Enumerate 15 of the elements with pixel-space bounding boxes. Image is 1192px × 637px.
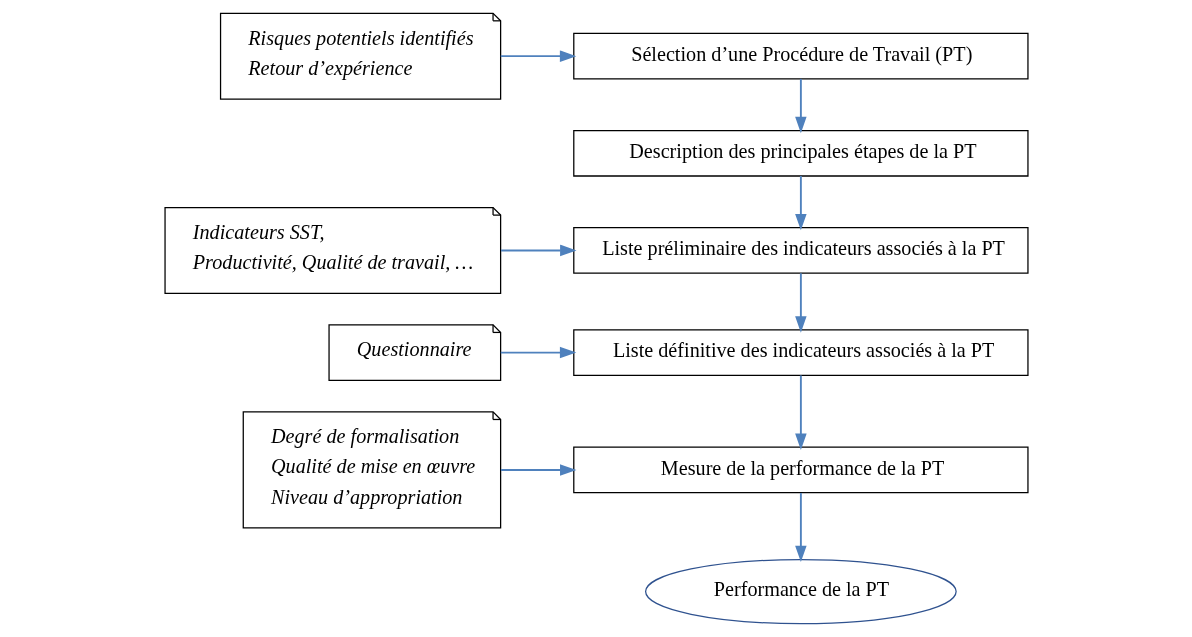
arrow (499, 244, 576, 257)
arrow (794, 374, 807, 451)
arrow (499, 464, 576, 476)
arrow (499, 50, 576, 62)
node-box: Mesure de la performance de la PT (572, 446, 1029, 494)
node-ellipse: Performance de la PT (644, 558, 957, 625)
arrow (794, 77, 807, 134)
arrow (794, 272, 807, 333)
node-box: Sélection d’une Procédure de Travail (PT) (572, 32, 1029, 80)
arrow (499, 346, 576, 359)
node-box: Liste définitive des indicateurs associés à la PT (572, 329, 1029, 376)
node-box: Liste préliminaire des indicateurs associés à la PT (572, 227, 1029, 274)
arrow (794, 175, 807, 231)
node-box: Description des principales étapes de la PT (572, 129, 1029, 177)
arrow (794, 492, 807, 563)
